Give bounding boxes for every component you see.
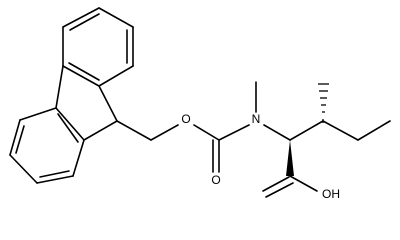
- hydroxyl-label: OH: [322, 187, 340, 201]
- fluorenyl-group: [9, 7, 134, 184]
- carbamate-linker: [116, 120, 250, 173]
- isoleucine-backbone: [262, 120, 391, 198]
- molecule-structure-diagram: O O N OH: [9, 7, 391, 201]
- carbonyl-oxygen-label: O: [211, 173, 220, 187]
- nitrogen-label: N: [252, 112, 261, 126]
- ester-oxygen-label: O: [181, 112, 190, 126]
- stereo-wedge-bond: [286, 140, 294, 176]
- stereo-hash-bond: [318, 83, 329, 123]
